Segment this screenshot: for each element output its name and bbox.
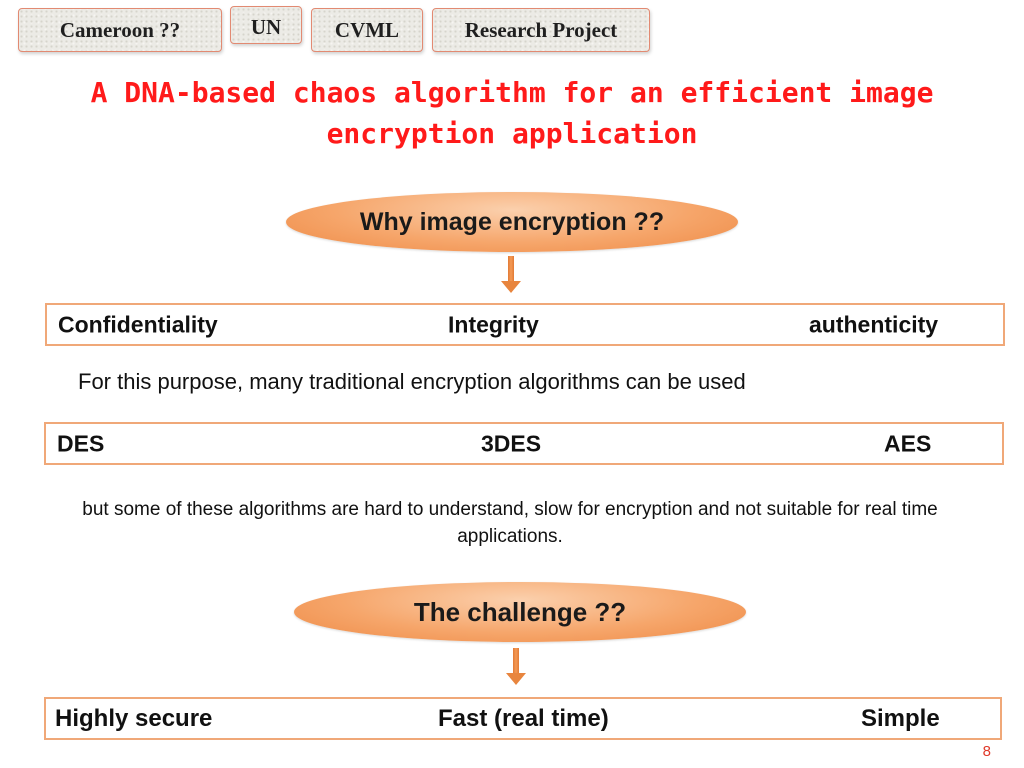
goal-highly-secure: Highly secure [55, 704, 213, 732]
purpose-text: For this purpose, many traditional encry… [78, 369, 746, 394]
algorithm-aes: AES [884, 430, 932, 456]
security-properties-box: Confidentiality Integrity authenticity [45, 303, 1005, 346]
property-authenticity: authenticity [809, 311, 939, 337]
why-image-encryption-callout: Why image encryption ?? [286, 192, 738, 252]
slide-title: A DNA-based chaos algorithm for an effic… [90, 76, 934, 150]
algorithms-box: DES 3DES AES [44, 422, 1004, 465]
tab-un[interactable]: UN [230, 6, 302, 44]
goal-simple: Simple [861, 704, 940, 732]
tab-research-project[interactable]: Research Project [432, 8, 650, 52]
property-confidentiality: Confidentiality [58, 311, 218, 337]
challenge-callout: The challenge ?? [294, 582, 746, 642]
page-number: 8 [982, 743, 991, 760]
goals-box: Highly secure Fast (real time) Simple [44, 697, 1002, 740]
tab-cameroon[interactable]: Cameroon ?? [18, 8, 222, 52]
algorithm-3des: 3DES [481, 430, 542, 456]
property-integrity: Integrity [448, 311, 539, 337]
limitation-text: but some of these algorithms are hard to… [82, 499, 938, 547]
algorithm-des: DES [57, 430, 105, 456]
tab-cvml[interactable]: CVML [311, 8, 423, 52]
down-arrow-icon [506, 648, 526, 685]
down-arrow-icon [501, 256, 521, 293]
goal-fast: Fast (real time) [438, 704, 609, 732]
